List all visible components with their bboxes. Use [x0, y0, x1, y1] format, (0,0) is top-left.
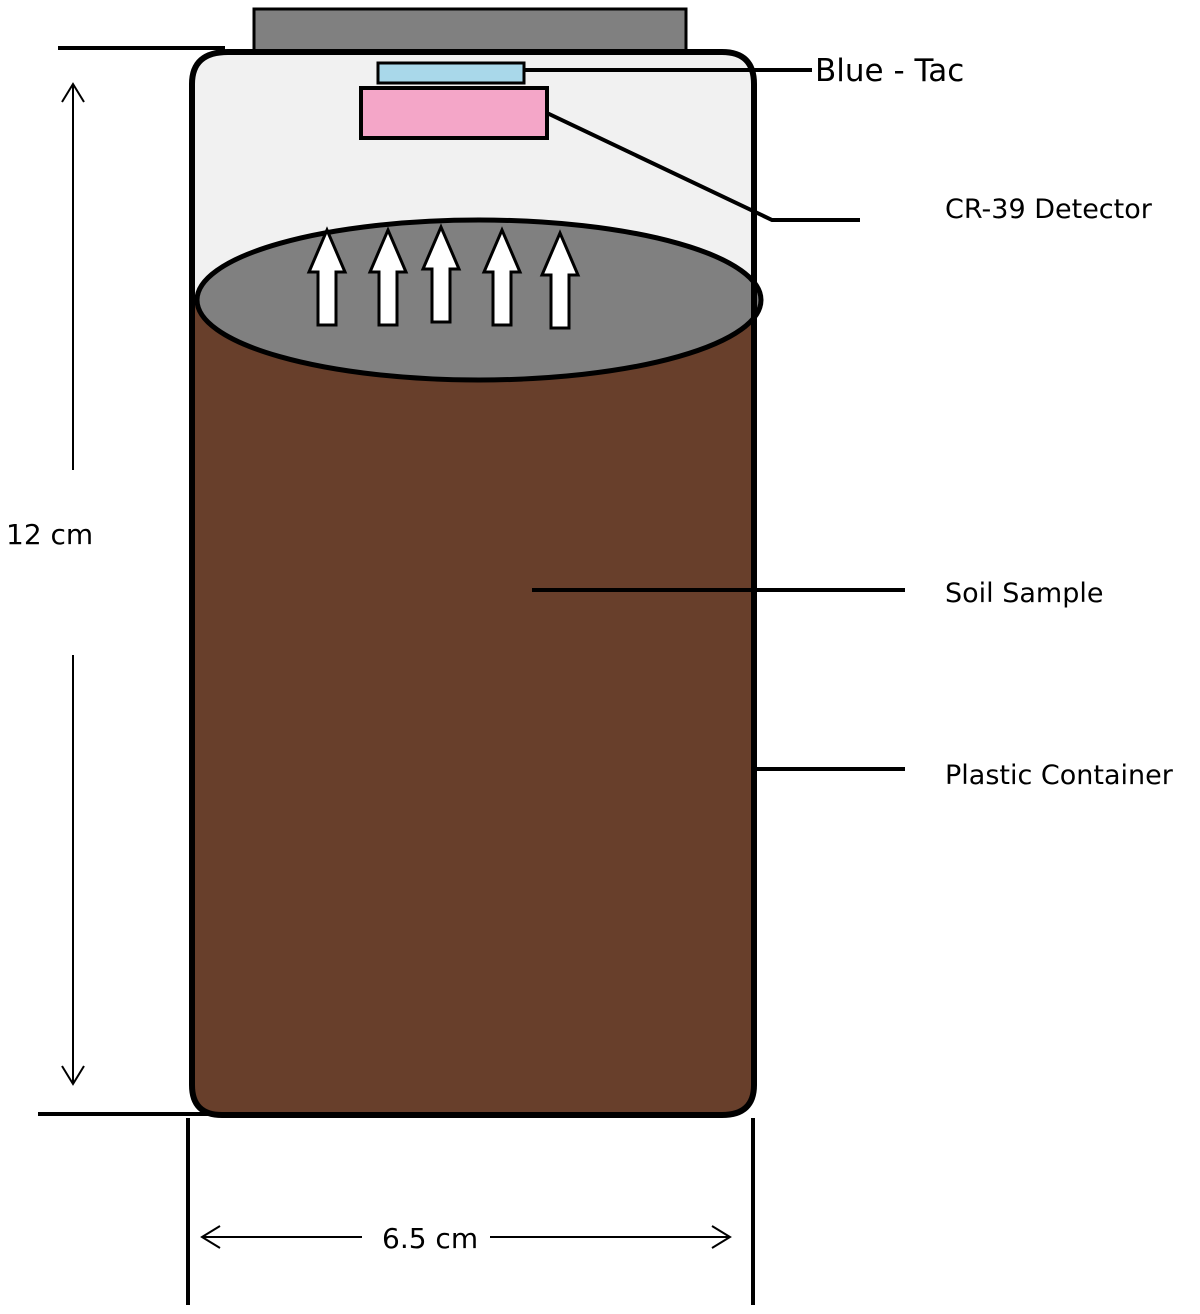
radon-arrow — [481, 226, 523, 327]
height-arrow-up-head — [61, 82, 85, 103]
radon-arrow — [539, 229, 581, 330]
width-arrow-right-head — [711, 1225, 732, 1249]
soil-surface — [194, 217, 764, 383]
width-dimension-label: 6.5 cm — [382, 1222, 478, 1255]
cr39-detector-label: CR-39 Detector — [945, 194, 1153, 225]
radon-arrow — [306, 226, 348, 327]
cr39-leader — [546, 111, 860, 222]
plastic-container-outline — [189, 49, 757, 1118]
radon-arrows — [306, 223, 581, 330]
height-dimension-label: 12 cm — [6, 518, 93, 551]
soil-sample-fill — [192, 300, 754, 1115]
width-dimension — [186, 1118, 755, 1305]
plastic-container-label: Plastic Container — [945, 760, 1174, 791]
blue-tac-label: Blue - Tac — [815, 53, 964, 89]
radon-arrow — [420, 223, 462, 324]
height-arrow-down-head — [61, 1065, 85, 1086]
cr39-detector-chip — [359, 86, 549, 140]
soil-sample-label: Soil Sample — [945, 578, 1103, 609]
height-dimension — [38, 46, 225, 1116]
container-lid — [252, 7, 688, 53]
radon-arrow — [367, 226, 409, 327]
blue-tac-pad — [376, 61, 526, 85]
width-arrow-left-head — [200, 1225, 221, 1249]
